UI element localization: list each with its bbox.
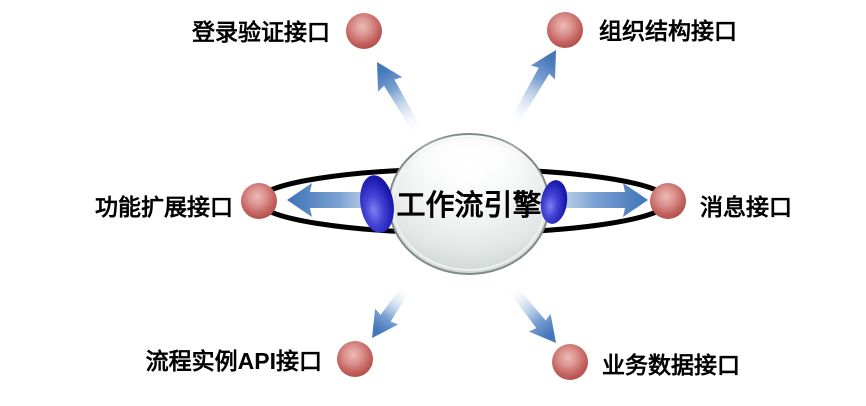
arrow-up-left-icon (377, 62, 423, 135)
center-node-gloss (411, 135, 527, 191)
node-sphere-left (241, 183, 277, 219)
center-node-label: 工作流引擎 (396, 188, 541, 222)
node-label-left: 功能扩展接口 (95, 194, 233, 220)
node-sphere-bottom-left (337, 341, 373, 377)
node-label-bottom-left: 流程实例API接口 (146, 348, 322, 374)
node-sphere-top-right (547, 12, 583, 48)
node-label-bottom-right: 业务数据接口 (602, 352, 740, 378)
node-sphere-right (650, 183, 686, 219)
node-label-top-right: 组织结构接口 (599, 18, 737, 44)
arrow-up-right-icon (507, 50, 556, 129)
connector-blob-left (360, 175, 394, 233)
connector-blob-right (540, 180, 568, 224)
node-sphere-top-left (346, 13, 382, 49)
center-node (388, 133, 550, 275)
node-sphere-bottom-right (552, 344, 588, 380)
node-label-right: 消息接口 (700, 194, 792, 220)
arrow-down-right-icon (506, 283, 556, 343)
arrow-down-left-icon (372, 284, 411, 338)
node-label-top-left: 登录验证接口 (191, 19, 330, 45)
